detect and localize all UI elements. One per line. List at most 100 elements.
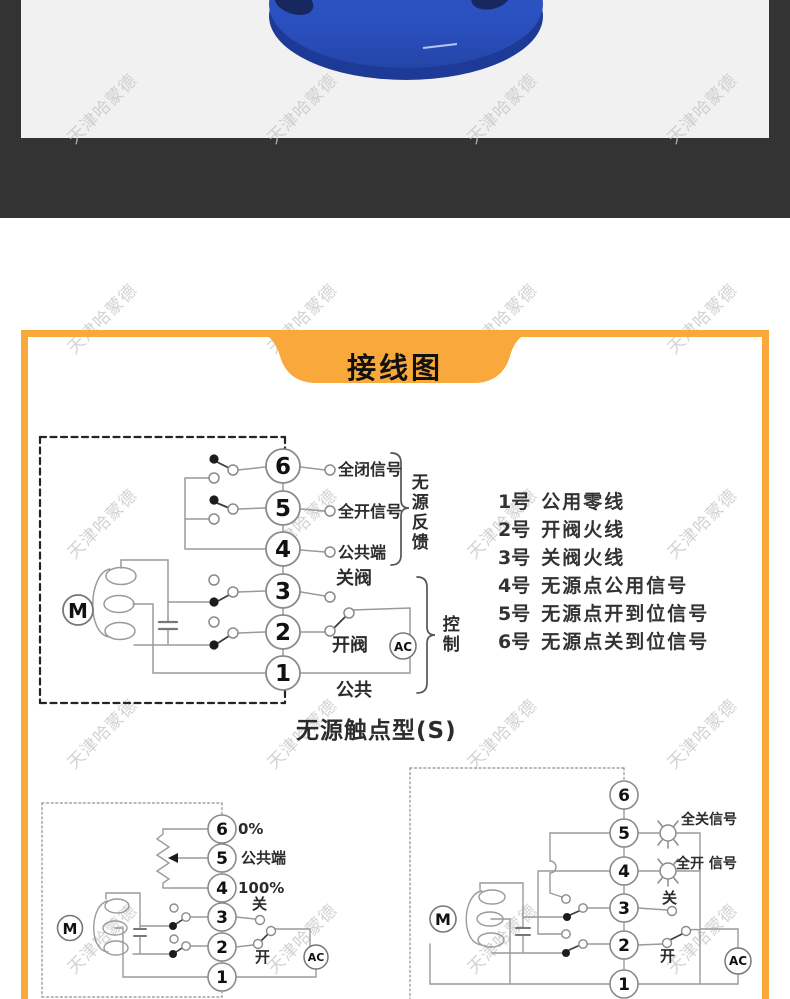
br-terminal-numbers: 6 5 4 3 2 1 M AC [435, 786, 747, 995]
legend-text: 无源点关到位信号 [541, 631, 710, 653]
terminal-2: 2 [275, 620, 291, 646]
motor-label: M [68, 599, 88, 623]
terminal-2: 2 [618, 936, 630, 956]
legend-num: 4号 [498, 575, 531, 597]
legend-num: 1号 [498, 491, 531, 513]
panel-border-left [21, 330, 28, 999]
label-passive-feedback-group: 无源反馈 [407, 473, 428, 553]
legend-text: 无源点开到位信号 [541, 603, 710, 625]
motor-label: M [63, 920, 78, 938]
label-full-close-signal: 全关信号 [681, 812, 737, 828]
br-capacitor [515, 927, 531, 936]
br-terminal-circles [429, 780, 752, 999]
main-contacts [208, 464, 355, 639]
label-0-percent: 0% [238, 820, 264, 838]
terminal-4: 4 [618, 862, 630, 882]
label-open: 开 [660, 947, 676, 965]
bl-switch-blades [175, 919, 269, 953]
legend-num: 2号 [498, 519, 531, 541]
main-diagram: 6 5 4 3 2 1 M AC [38, 435, 436, 705]
photo-right-dark-bar [769, 0, 790, 138]
main-dashed-enclosure [38, 435, 287, 705]
dark-divider-band [0, 138, 790, 218]
label-common-terminal: 公共端 [241, 849, 287, 867]
main-diagram-caption: 无源触点型(S) [296, 718, 457, 744]
bl-wiper-arrow [168, 853, 178, 863]
label-open: 开 [255, 948, 271, 966]
terminal-4: 4 [216, 879, 228, 899]
photo-left-dark-bar [0, 0, 21, 138]
terminal-1: 1 [275, 661, 291, 687]
main-terminal-numbers: 6 5 4 3 2 1 M AC [68, 454, 412, 687]
terminal-1: 1 [618, 975, 630, 995]
label-100-percent: 100% [238, 879, 285, 897]
terminal-4: 4 [275, 537, 291, 563]
main-terminal-circles [62, 448, 417, 691]
legend-item-2: 2号开阀火线 [498, 515, 625, 542]
bottom-left-diagram: 6 5 4 3 2 1 M AC [41, 802, 329, 998]
group-braces [390, 452, 436, 694]
legend-item-4: 4号无源点公用信号 [498, 571, 688, 598]
legend-item-5: 5号无源点开到位信号 [498, 599, 709, 626]
bl-capacitor [133, 928, 147, 937]
terminal-5: 5 [216, 849, 228, 869]
br-indicator-lamps [657, 820, 679, 887]
main-closed-contacts [209, 454, 219, 650]
legend-num: 3号 [498, 547, 531, 569]
bl-terminal-circles [56, 814, 329, 992]
title-tab-shape [252, 330, 538, 383]
label-common-terminal: 公共端 [338, 543, 387, 562]
main-capacitor [157, 620, 179, 631]
blue-flange-photo [269, 0, 543, 80]
label-control-group: 控制 [438, 615, 459, 655]
legend-text: 无源点公用信号 [541, 575, 689, 597]
product-photo-area [0, 0, 790, 138]
terminal-2: 2 [216, 938, 228, 958]
label-close: 关 [662, 889, 678, 907]
main-switch-blades [216, 461, 346, 644]
label-common: 公共 [336, 680, 372, 701]
legend-text: 关阀火线 [541, 547, 626, 569]
legend-num: 5号 [498, 603, 531, 625]
motor-label: M [435, 910, 451, 929]
label-full-open-signal: 全开信号 [338, 502, 403, 521]
legend-text: 公用零线 [541, 491, 626, 513]
bolt-hole-right [471, 0, 511, 10]
bl-contacts [169, 903, 277, 951]
legend-item-3: 3号关阀火线 [498, 543, 625, 570]
terminal-6: 6 [618, 786, 630, 806]
terminal-5: 5 [275, 496, 291, 522]
ac-label: AC [308, 951, 325, 964]
terminal-1: 1 [216, 968, 228, 988]
flange-scratch [422, 43, 458, 49]
br-switch-blades [568, 910, 683, 951]
ac-label: AC [394, 640, 412, 654]
label-close-valve: 关阀 [336, 568, 372, 589]
legend-item-6: 6号无源点关到位信号 [498, 627, 709, 654]
terminal-3: 3 [618, 899, 630, 919]
legend-text: 开阀火线 [541, 519, 626, 541]
label-full-closed-signal: 全闭信号 [338, 460, 403, 479]
bl-dotted-enclosure [41, 802, 223, 998]
bottom-right-diagram: 6 5 4 3 2 1 M AC [409, 767, 752, 999]
terminal-6: 6 [216, 820, 228, 840]
terminal-5: 5 [618, 824, 630, 844]
label-open-valve: 开阀 [332, 635, 368, 656]
terminal-3: 3 [275, 579, 291, 605]
br-contacts [561, 894, 692, 949]
panel-border-right [762, 330, 769, 999]
terminal-6: 6 [275, 454, 291, 480]
label-full-open-signal: 全开 信号 [676, 856, 737, 872]
br-dotted-enclosure [409, 767, 625, 999]
legend-num: 6号 [498, 631, 531, 653]
ac-label: AC [729, 954, 747, 968]
legend-item-1: 1号公用零线 [498, 487, 625, 514]
panel-title: 接线图 [346, 351, 443, 385]
label-close: 关 [252, 895, 268, 913]
br-closed-contacts [562, 913, 571, 957]
bolt-hole-left [274, 0, 314, 15]
bl-terminal-numbers: 6 5 4 3 2 1 M AC [63, 820, 325, 988]
terminal-3: 3 [216, 908, 228, 928]
